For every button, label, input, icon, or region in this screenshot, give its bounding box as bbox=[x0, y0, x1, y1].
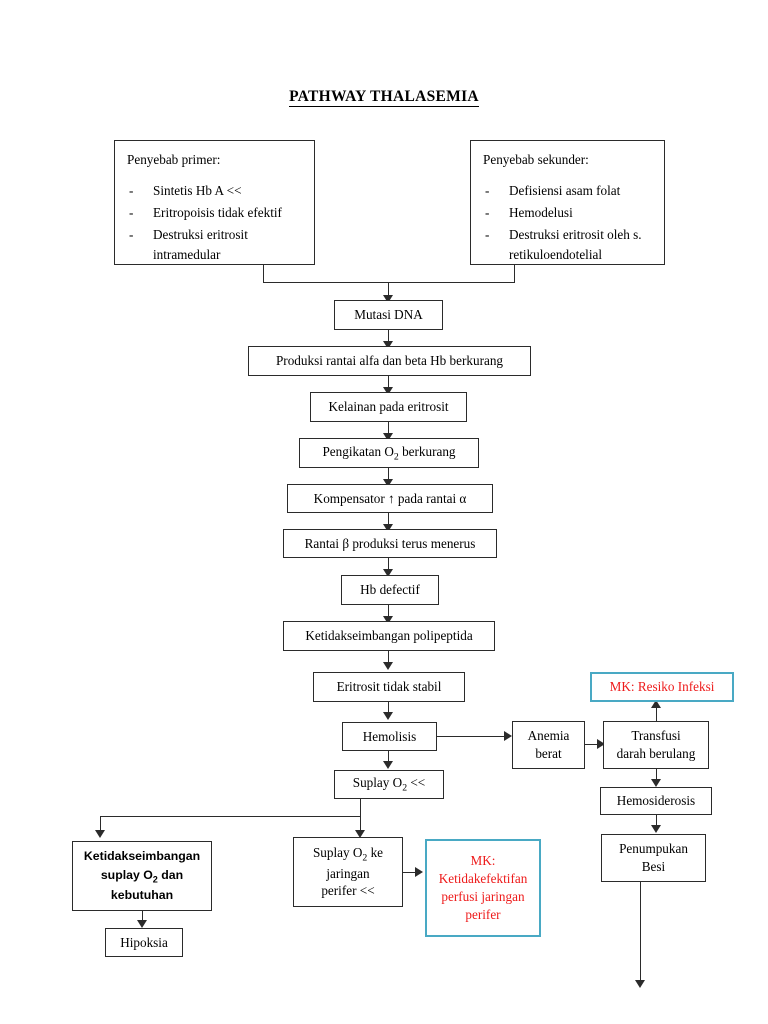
arrow-down-icon bbox=[355, 830, 365, 838]
connector-line bbox=[656, 815, 658, 827]
list-item-label: Eritropoisis tidak efektif bbox=[153, 205, 282, 221]
arrow-down-icon bbox=[651, 779, 661, 787]
box-produksi-rantai: Produksi rantai alfa dan beta Hb berkura… bbox=[248, 346, 531, 376]
connector-line bbox=[403, 872, 417, 874]
arrow-down-icon bbox=[383, 616, 393, 624]
list-item-label: Defisiensi asam folat bbox=[509, 183, 621, 199]
box-rantai-beta: Rantai β produksi terus menerus bbox=[283, 529, 497, 558]
list-item-label: Hemodelusi bbox=[509, 205, 573, 221]
connector-line bbox=[437, 736, 506, 738]
arrow-down-icon bbox=[383, 479, 393, 487]
penyebab-primer-list: - Sintetis Hb A << - Eritropoisis tidak ef… bbox=[127, 181, 302, 265]
arrow-down-icon bbox=[383, 524, 393, 532]
connector-line bbox=[360, 799, 362, 832]
arrow-down-icon bbox=[651, 825, 661, 833]
bullet-dash: - bbox=[129, 227, 134, 243]
box-eritrosit-tidak-stabil: Eritrosit tidak stabil bbox=[313, 672, 465, 702]
box-penyebab-sekunder: Penyebab sekunder: - Defisiensi asam fola… bbox=[470, 140, 665, 265]
box-kompensator: Kompensator ↑ pada rantai α bbox=[287, 484, 493, 513]
connector-line bbox=[640, 882, 642, 982]
bullet-dash: - bbox=[485, 205, 490, 221]
connector-line bbox=[100, 816, 361, 818]
box-label: Pengikatan O2 berkurang bbox=[322, 443, 456, 463]
penyebab-sekunder-header: Penyebab sekunder: bbox=[483, 152, 589, 167]
box-kelainan-eritrosit: Kelainan pada eritrosit bbox=[310, 392, 467, 422]
connector-line bbox=[100, 816, 102, 832]
arrow-down-icon bbox=[383, 761, 393, 769]
arrow-down-icon bbox=[383, 341, 393, 349]
connector-line bbox=[388, 702, 390, 714]
box-label: Suplay O2 << bbox=[352, 775, 426, 794]
arrow-down-icon bbox=[383, 712, 393, 720]
arrow-up-icon bbox=[651, 700, 661, 708]
connector-line bbox=[656, 707, 658, 722]
arrow-right-icon bbox=[415, 867, 423, 877]
arrow-down-icon bbox=[95, 830, 105, 838]
list-item: - Defisiensi asam folat bbox=[483, 181, 652, 201]
penyebab-sekunder-list: - Defisiensi asam folat - Hemodelusi - Dest… bbox=[483, 181, 652, 265]
box-suplay-o2: Suplay O2 << bbox=[334, 770, 444, 799]
connector-line bbox=[585, 744, 599, 746]
bullet-dash: - bbox=[129, 205, 134, 221]
connector-line bbox=[388, 376, 390, 389]
box-hb-defectif: Hb defectif bbox=[341, 575, 439, 605]
box-penyebab-primer: Penyebab primer: - Sintetis Hb A << - Erit… bbox=[114, 140, 315, 265]
arrow-down-icon bbox=[383, 662, 393, 670]
list-item: - Eritropoisis tidak efektif bbox=[127, 203, 302, 223]
box-mk-resiko-infeksi: MK: Resiko Infeksi bbox=[590, 672, 734, 702]
connector-line bbox=[388, 513, 390, 526]
arrow-down-icon bbox=[383, 387, 393, 395]
list-item: - Destruksi eritrosit intramedular bbox=[127, 225, 302, 265]
connector-line bbox=[514, 265, 516, 283]
arrow-down-icon bbox=[383, 569, 393, 577]
connector-line bbox=[388, 651, 390, 664]
arrow-down-icon bbox=[137, 920, 147, 928]
arrow-down-icon bbox=[635, 980, 645, 988]
bullet-dash: - bbox=[129, 183, 134, 199]
list-item-label: Destruksi eritrosit intramedular bbox=[153, 227, 248, 263]
connector-line bbox=[263, 265, 265, 283]
connector-line bbox=[388, 282, 390, 297]
arrow-right-icon bbox=[504, 731, 512, 741]
page-title: PATHWAY THALASEMIA bbox=[0, 88, 768, 107]
bullet-dash: - bbox=[485, 183, 490, 199]
arrow-down-icon bbox=[383, 433, 393, 441]
box-hemosiderosis: Hemosiderosis bbox=[600, 787, 712, 815]
arrow-right-icon bbox=[597, 739, 605, 749]
penyebab-primer-header: Penyebab primer: bbox=[127, 152, 221, 167]
arrow-down-icon bbox=[383, 295, 393, 303]
box-ketidakseimbangan-polipeptida: Ketidakseimbangan polipeptida bbox=[283, 621, 495, 651]
connector-line bbox=[656, 769, 658, 781]
list-item: - Hemodelusi bbox=[483, 203, 652, 223]
list-item: - Destruksi eritrosit oleh s. retikuloend… bbox=[483, 225, 652, 265]
list-item: - Sintetis Hb A << bbox=[127, 181, 302, 201]
bullet-dash: - bbox=[485, 227, 490, 243]
connector-line bbox=[388, 605, 390, 618]
box-hipoksia: Hipoksia bbox=[105, 928, 183, 957]
connector-line bbox=[388, 330, 390, 343]
connector-line bbox=[388, 468, 390, 481]
list-item-label: Destruksi eritrosit oleh s. retikuloendo… bbox=[509, 227, 642, 263]
connector-line bbox=[388, 751, 390, 763]
box-pengikatan-o2: Pengikatan O2 berkurang bbox=[299, 438, 479, 468]
connector-line bbox=[388, 558, 390, 571]
page-title-text: PATHWAY THALASEMIA bbox=[289, 88, 479, 107]
list-item-label: Sintetis Hb A << bbox=[153, 183, 242, 199]
connector-line bbox=[388, 422, 390, 435]
box-hemolisis: Hemolisis bbox=[342, 722, 437, 751]
connector-line bbox=[142, 911, 144, 922]
box-mutasi-dna: Mutasi DNA bbox=[334, 300, 443, 330]
